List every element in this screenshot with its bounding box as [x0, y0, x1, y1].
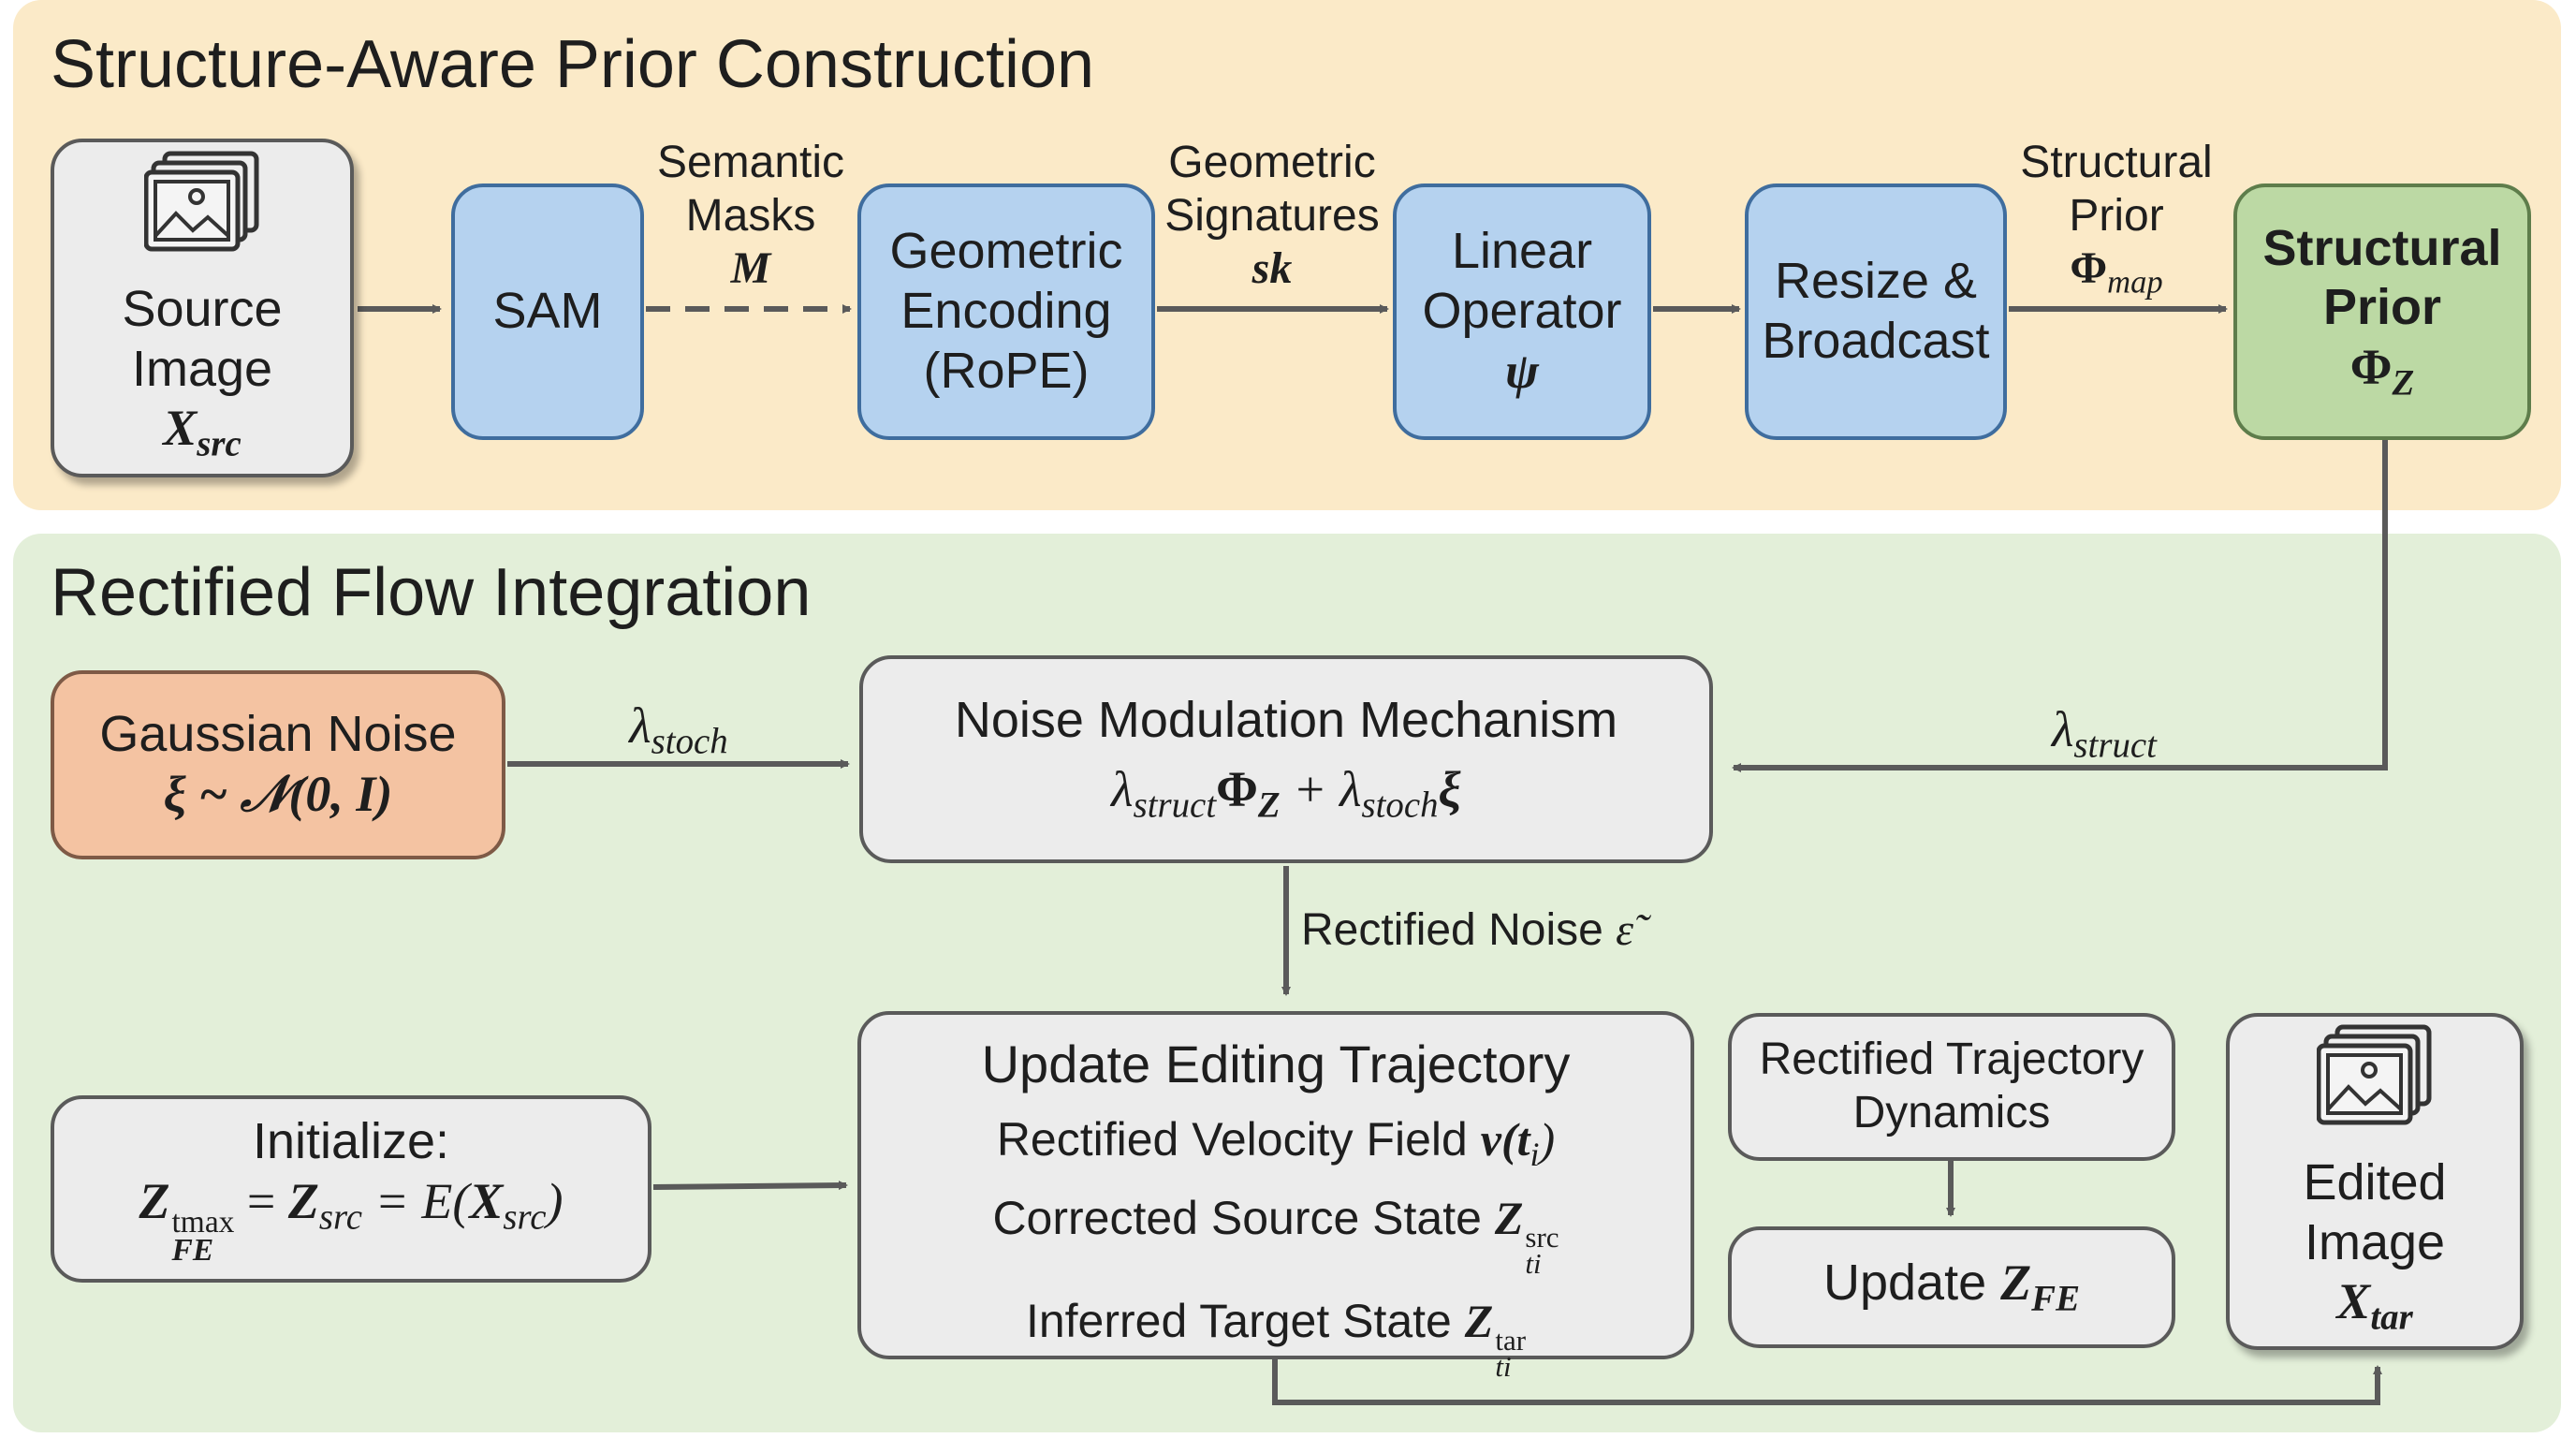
trajectory-dynamics-label-1: Rectified Trajectory [1759, 1034, 2144, 1085]
linear-operator-symbol: ψ [1504, 342, 1540, 399]
resize-broadcast-label-1: Resize & [1774, 253, 1978, 310]
structural-prior-node[interactable]: Structural Prior ΦZ [2233, 183, 2531, 440]
structural-prior-symbol: ΦZ [2349, 338, 2415, 404]
edited-image-label-1: Edited [2303, 1153, 2447, 1211]
geometric-signatures-label: Geometric Signatures sk [1164, 138, 1380, 294]
source-image-symbol: Xsrc [163, 400, 242, 464]
prior-construction-panel: Structure-Aware Prior Construction [13, 0, 2561, 510]
rectified-noise-label: Rectified Noise ε̃ [1301, 905, 1634, 955]
prior-construction-title: Structure-Aware Prior Construction [51, 27, 1095, 102]
source-image-label-2: Image [131, 340, 273, 397]
edited-image-symbol: Xtar [2336, 1273, 2413, 1338]
resize-broadcast-label-2: Broadcast [1762, 313, 1990, 369]
geometric-encoding-label-1: Geometric [889, 223, 1123, 280]
lambda-struct-label: λstruct [2052, 701, 2157, 766]
rectified-flow-title: Rectified Flow Integration [51, 555, 812, 630]
noise-modulation-title: Noise Modulation Mechanism [954, 692, 1618, 749]
sam-label: SAM [492, 283, 603, 340]
sam-node[interactable]: SAM [451, 183, 644, 440]
update-trajectory-title: Update Editing Trajectory [981, 1034, 1571, 1093]
update-trajectory-node[interactable]: Update Editing Trajectory Rectified Velo… [857, 1011, 1694, 1381]
geometric-encoding-label-3: (RoPE) [923, 342, 1090, 399]
structural-prior-map-label: Structural Prior Φmap [2020, 138, 2213, 301]
gaussian-noise-node[interactable]: Gaussian Noise ξ ~ 𝒩(0, I) [51, 670, 505, 859]
geometric-encoding-node[interactable]: Geometric Encoding (RoPE) [857, 183, 1155, 440]
update-zfe-label: Update ZFE [1822, 1255, 2080, 1319]
linear-operator-label-1: Linear [1451, 223, 1593, 280]
semantic-masks-label: Semantic Masks M [656, 138, 845, 294]
gaussian-noise-formula: ξ ~ 𝒩(0, I) [163, 766, 393, 822]
edited-image-label-2: Image [2304, 1213, 2446, 1270]
noise-modulation-node[interactable]: Noise Modulation Mechanism λstructΦZ + λ… [859, 655, 1713, 863]
arrow-update-to-edited [1272, 1359, 2382, 1405]
lambda-stoch-label: λstoch [629, 697, 728, 762]
initialize-title: Initialize: [252, 1113, 450, 1170]
velocity-field-line: Rectified Velocity Field v(ti) [996, 1113, 1556, 1173]
source-image-label-1: Source [122, 280, 283, 337]
linear-operator-node[interactable]: Linear Operator ψ [1393, 183, 1651, 440]
update-zfe-node[interactable]: Update ZFE [1728, 1226, 2175, 1348]
noise-modulation-formula: λstructΦZ + λstochξ [1111, 761, 1461, 826]
image-icon [2316, 1023, 2433, 1142]
geometric-encoding-label-2: Encoding [900, 283, 1112, 340]
image-icon [143, 150, 260, 269]
structural-prior-label-2: Prior [2322, 279, 2442, 336]
trajectory-dynamics-node[interactable]: Rectified Trajectory Dynamics [1728, 1013, 2175, 1161]
trajectory-dynamics-label-2: Dynamics [1852, 1088, 2051, 1137]
arrow-prior-to-modulation [1732, 438, 2388, 772]
resize-broadcast-node[interactable]: Resize & Broadcast [1745, 183, 2007, 440]
edited-image-node[interactable]: Edited Image Xtar [2226, 1013, 2524, 1350]
structural-prior-label-1: Structural [2262, 219, 2502, 276]
linear-operator-label-2: Operator [1422, 283, 1622, 340]
source-image-node[interactable]: Source Image Xsrc [51, 139, 354, 477]
gaussian-noise-title: Gaussian Noise [99, 706, 457, 763]
arrow-init-to-update [652, 1181, 848, 1191]
